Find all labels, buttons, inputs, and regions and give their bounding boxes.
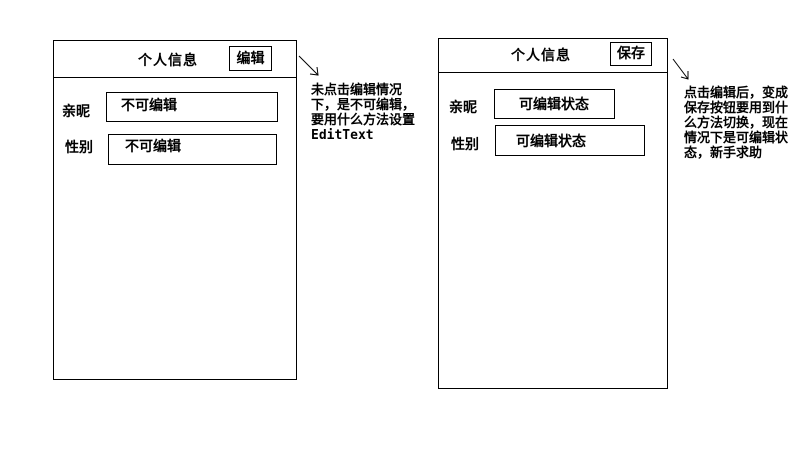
save-button[interactable]: 保存 [610, 42, 652, 66]
gender-label: 性别 [65, 140, 93, 156]
left-panel-title: 个人信息 [138, 53, 198, 69]
left-annotation-text: 未点击编辑情况下，是不可编辑，要用什么方法设置 [311, 83, 416, 128]
nickname-label: 亲昵 [62, 104, 90, 120]
right-header-divider [438, 72, 668, 73]
gender-input[interactable] [495, 125, 645, 156]
edit-button[interactable]: 编辑 [229, 46, 272, 71]
right-panel [438, 38, 668, 389]
left-panel [53, 40, 297, 380]
nickname-input[interactable] [494, 89, 615, 119]
left-annotation: 未点击编辑情况下，是不可编辑，要用什么方法设置 EditText [311, 83, 423, 143]
nickname-label: 亲昵 [449, 100, 477, 116]
right-arrow-icon [672, 58, 689, 80]
left-annotation-code: EditText [311, 128, 374, 143]
gender-field-readonly[interactable]: 不可编辑 [108, 134, 277, 165]
gender-label: 性别 [451, 137, 479, 153]
left-header-divider [53, 77, 297, 78]
nickname-field-readonly[interactable]: 不可编辑 [106, 92, 278, 122]
right-panel-title: 个人信息 [511, 48, 571, 64]
left-arrow-icon [298, 55, 319, 76]
right-annotation: 点击编辑后，变成保存按钮要用到什么方法切换，现在情况下是可编辑状态，新手求助 [684, 86, 789, 161]
